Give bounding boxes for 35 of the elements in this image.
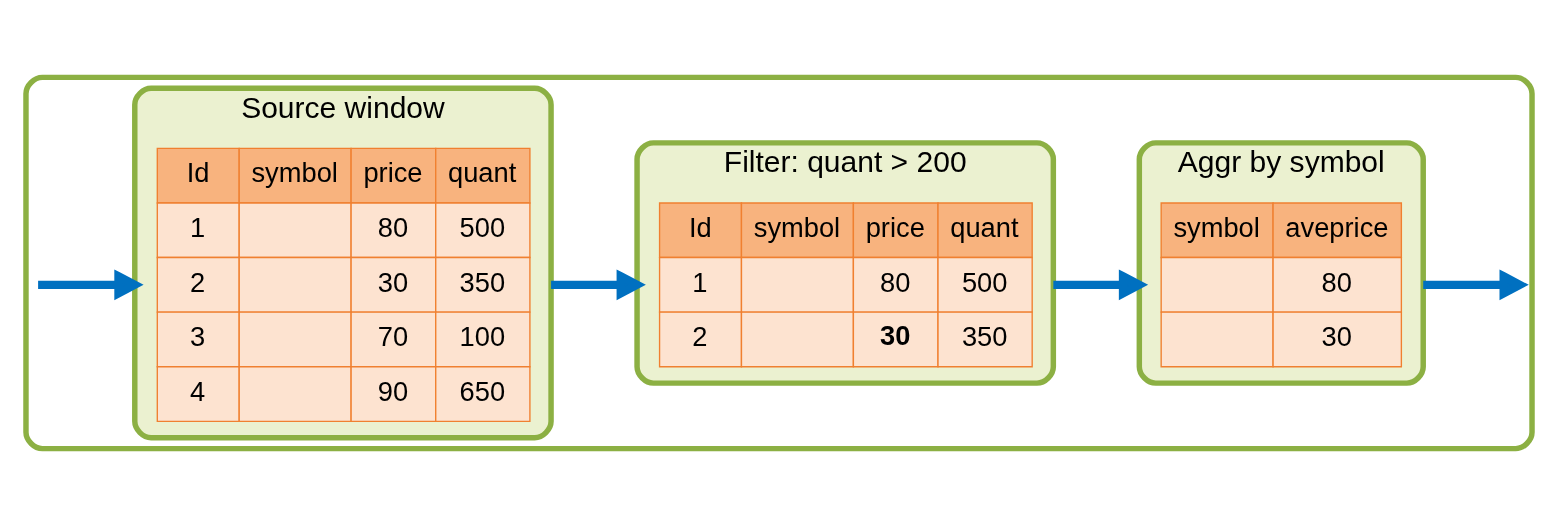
label: 70 — [377, 320, 409, 352]
arrow — [551, 268, 646, 300]
label: 30 — [377, 266, 409, 298]
label: 30 — [1321, 320, 1352, 352]
label: Id — [186, 156, 210, 188]
label: 4 — [190, 375, 206, 407]
label: 100 — [459, 320, 506, 352]
label: 90 — [377, 375, 409, 407]
label: price — [363, 156, 423, 188]
label: 500 — [961, 266, 1008, 298]
label: price — [865, 211, 925, 243]
label: 1 — [190, 211, 206, 243]
label: symbol — [753, 211, 841, 243]
label: quant — [448, 156, 517, 188]
arrow — [1053, 268, 1149, 300]
label: 3 — [190, 320, 206, 352]
label: quant — [950, 211, 1019, 243]
label: 350 — [459, 266, 506, 298]
label: 350 — [961, 320, 1008, 352]
label: 80 — [880, 266, 911, 298]
label: Id — [688, 211, 712, 243]
label: 500 — [459, 211, 506, 243]
arrow — [1423, 268, 1529, 300]
cluster — [23, 74, 1535, 451]
label: symbol — [1173, 211, 1260, 243]
label: 1 — [692, 266, 708, 298]
label: aveprice — [1285, 211, 1389, 243]
arrow — [38, 268, 144, 300]
label: 2 — [190, 266, 206, 298]
label: symbol — [251, 156, 338, 188]
label: 30 — [880, 319, 911, 351]
label: 80 — [1321, 266, 1352, 298]
label: 650 — [459, 375, 506, 407]
label: 2 — [692, 320, 708, 352]
label: 80 — [377, 211, 409, 243]
